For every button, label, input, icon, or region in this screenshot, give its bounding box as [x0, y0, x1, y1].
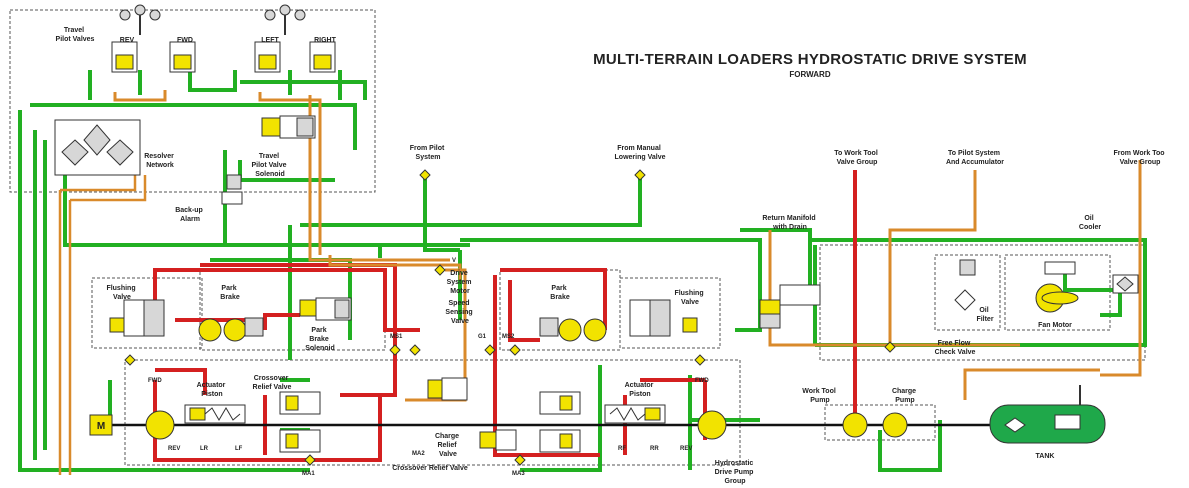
port-ma3: MA3: [512, 471, 525, 477]
left-motor-group-box: [91, 277, 203, 349]
label-park-brake-solenoid: Park Brake Solenoid: [305, 327, 335, 352]
port-rf: RF: [618, 446, 626, 452]
label-actuator-piston-left: Actuator Piston: [197, 382, 228, 398]
port-ma1: MA1: [302, 471, 315, 477]
label-charge-relief-valve: Charge Relief Valve: [435, 433, 461, 458]
port-fwd-right: FWD: [695, 378, 709, 384]
label-free-flow-check-valve: Free Flow Check Valve: [935, 340, 976, 356]
motor-label: M: [97, 421, 105, 432]
label-return-manifold: Return Manifold with Drain: [762, 215, 817, 231]
fan-motor: [1035, 261, 1079, 313]
label-oil-filter: Oil Filter: [976, 307, 993, 323]
park-brake-solenoid: [299, 297, 352, 321]
label-from-work-tool-valve-group: From Work Too Valve Group: [1113, 150, 1166, 166]
oil-cooler: [1112, 274, 1139, 294]
label-drive-system-motor: Drive System Motor: [447, 270, 474, 295]
label-park-brake-left: Park Brake: [220, 285, 240, 301]
port-lf: LF: [235, 446, 243, 452]
label-tank: TANK: [1036, 453, 1055, 460]
label-left: LEFT: [261, 37, 279, 44]
hydraulic-tank: [989, 385, 1106, 444]
right-flushing-valve: [539, 299, 698, 342]
component-labels: Travel Pilot Valves REV FWD LEFT RIGHT R…: [56, 27, 1166, 485]
right-motor-group-box: [619, 277, 721, 349]
port-v: V: [452, 258, 456, 264]
label-to-work-tool-valve-group: To Work Tool Valve Group: [834, 150, 880, 166]
label-hydrostatic-drive-pump-group: Hydrostatic Drive Pump Group: [715, 460, 756, 485]
speed-sensing-valve: [427, 377, 468, 401]
label-backup-alarm: Back-up Alarm: [175, 207, 205, 223]
engine-motor: M: [89, 414, 113, 436]
label-right: RIGHT: [314, 37, 337, 44]
pump-group-box: [124, 359, 741, 466]
filter-box: [934, 254, 1001, 331]
label-park-brake-right: Park Brake: [550, 285, 570, 301]
high-pressure-lines: [153, 170, 857, 462]
travel-pilot-valve-solenoid: [261, 115, 316, 139]
charge-lines: [58, 90, 1142, 475]
label-crossover-relief-valve-bottom: Crossover Relief Valve: [392, 465, 468, 472]
port-lr: LR: [200, 446, 209, 452]
charge-relief-valve: [479, 429, 517, 451]
label-crossover-relief-valve-top: Crossover Relief Valve: [253, 375, 292, 391]
label-from-manual-lowering: From Manual Lowering Valve: [615, 145, 666, 161]
crossover-relief-valves: [279, 391, 581, 453]
port-rev: REV: [168, 446, 180, 452]
label-oil-cooler: Oil Cooler: [1079, 215, 1101, 231]
pilot-valve-group-box: [9, 9, 376, 193]
label-flushing-valve-right: Flushing Valve: [674, 290, 705, 306]
port-ms1: MS1: [390, 334, 403, 340]
label-from-pilot-system: From Pilot System: [410, 145, 447, 161]
diagram-subtitle: FORWARD: [789, 70, 830, 79]
label-to-pilot-system: To Pilot System And Accumulator: [946, 150, 1004, 166]
label-actuator-piston-right: Actuator Piston: [625, 382, 656, 398]
label-rev: REV: [120, 37, 135, 44]
label-resolver-network: Resolver Network: [144, 153, 176, 169]
label-flushing-valve-left: Flushing Valve: [106, 285, 137, 301]
label-work-tool-pump: Work Tool Pump: [802, 388, 838, 404]
diagram-title: MULTI-TERRAIN LOADERS HYDROSTATIC DRIVE …: [593, 51, 1027, 68]
label-speed-sensing-valve: Speed Sensing Valve: [445, 300, 474, 325]
label-travel-pilot-valve-solenoid: Travel Pilot Valve Solenoid: [252, 153, 289, 178]
hydrostatic-pumps: [145, 410, 727, 440]
return-manifold: [759, 284, 821, 329]
port-rr: RR: [650, 446, 659, 452]
work-tool-and-charge-pumps: [842, 412, 908, 438]
label-travel-pilot-valves: Travel Pilot Valves: [56, 27, 95, 43]
port-ms2: MS2: [502, 334, 515, 340]
cooler-filter-box: [819, 244, 1146, 361]
label-charge-pump: Charge Pump: [892, 388, 918, 404]
backup-alarm: [221, 174, 243, 205]
travel-pilot-valves: [111, 4, 336, 73]
label-fan-motor: Fan Motor: [1038, 322, 1072, 329]
port-rev-right: REV: [680, 446, 692, 452]
actuator-pistons: [184, 404, 666, 424]
resolver-network: [54, 119, 141, 176]
oil-filter: [954, 259, 976, 311]
port-fwd-left: FWD: [148, 378, 162, 384]
fan-motor-box: [1004, 254, 1111, 331]
left-flushing-valve: [109, 299, 264, 342]
test-port-markers: [124, 169, 896, 466]
label-fwd: FWD: [177, 37, 193, 44]
port-g1: G1: [478, 334, 487, 340]
port-ma2: MA2: [412, 451, 425, 457]
